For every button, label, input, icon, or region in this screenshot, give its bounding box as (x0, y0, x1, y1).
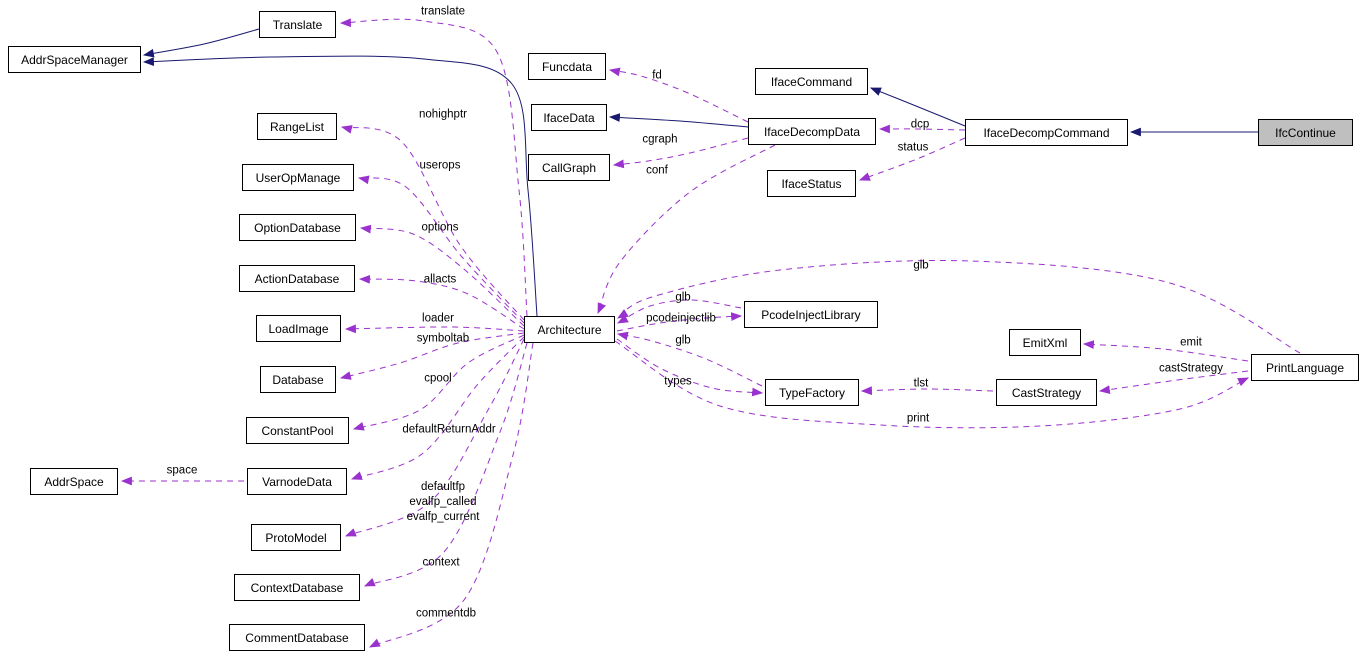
node-range-list[interactable]: RangeList (257, 113, 337, 140)
edge-fd (608, 67, 749, 123)
node-addr-space[interactable]: AddrSpace (30, 468, 118, 495)
node-cast-strategy[interactable]: CastStrategy (996, 379, 1097, 406)
edge-translate (339, 18, 528, 317)
edge-glb-pcodeinject (617, 299, 742, 324)
edge-label-cgraph: cgraph (642, 133, 678, 146)
edge-iface-decomp-data-base (608, 113, 749, 128)
node-call-graph[interactable]: CallGraph (528, 154, 610, 181)
node-iface-decomp-command[interactable]: IfaceDecompCommand (965, 119, 1128, 146)
edge-label-userops: userops (419, 159, 461, 172)
node-translate[interactable]: Translate (259, 11, 336, 38)
edge-label-commentdb: commentdb (415, 607, 477, 620)
edge-label-protomodel-fields: defaultfp evalfp_called evalfp_current (406, 481, 480, 524)
node-proto-model[interactable]: ProtoModel (251, 524, 341, 551)
edge-pcodeinjectlib (616, 312, 743, 332)
edge-cast-strategy (1098, 370, 1249, 394)
node-architecture[interactable]: Architecture (524, 316, 615, 343)
edge-symboltab (339, 332, 525, 380)
node-load-image[interactable]: LoadImage (256, 315, 341, 342)
node-ifc-continue: IfcContinue (1258, 119, 1353, 146)
node-constant-pool[interactable]: ConstantPool (246, 417, 349, 444)
node-varnode-data[interactable]: VarnodeData (247, 468, 347, 495)
edge-label-fd: fd (652, 69, 662, 82)
edge-default-return-addr (350, 336, 525, 480)
node-user-op-manage[interactable]: UserOpManage (242, 164, 354, 191)
edge-label-cast-strategy: castStrategy (1159, 362, 1223, 375)
edge-translate-base (142, 28, 260, 58)
edge-label-translate: translate (420, 5, 466, 18)
edge-label-default-return-addr: defaultReturnAddr (402, 423, 496, 436)
node-pcode-inject-library[interactable]: PcodeInjectLibrary (744, 301, 878, 328)
edge-cpool (352, 334, 525, 431)
node-database[interactable]: Database (260, 366, 336, 393)
node-iface-decomp-data[interactable]: IfaceDecompData (748, 118, 876, 145)
edge-types (616, 338, 764, 397)
edge-label-options: options (421, 221, 459, 234)
edge-label-glb-typefactory: glb (675, 334, 691, 347)
node-addr-space-manager[interactable]: AddrSpaceManager (8, 46, 141, 73)
edge-label-space: space (166, 464, 198, 477)
edge-label-context: context (422, 556, 460, 569)
edge-allacts (358, 274, 525, 330)
node-action-database[interactable]: ActionDatabase (239, 265, 355, 292)
edge-conf (597, 144, 776, 315)
node-funcdata[interactable]: Funcdata (528, 53, 606, 80)
edge-architecture-base (142, 55, 538, 317)
edge-label-conf: conf (646, 164, 668, 177)
node-print-language[interactable]: PrintLanguage (1251, 354, 1359, 381)
edge-loader (344, 324, 525, 334)
edge-label-allacts: allacts (423, 273, 457, 286)
edge-status (858, 137, 966, 181)
edge-label-nohighptr: nohighptr (419, 108, 467, 121)
edge-glb-print (617, 260, 1301, 354)
edge-label-types: types (664, 375, 692, 388)
edge-label-tlst: tlst (913, 377, 929, 390)
edge-label-dcp: dcp (910, 118, 930, 131)
node-iface-command[interactable]: IfaceCommand (755, 68, 868, 95)
edge-label-status: status (897, 141, 929, 154)
edge-label-symboltab: symboltab (416, 332, 470, 345)
edge-label-pcodeinjectlib: pcodeinjectlib (646, 312, 716, 325)
node-option-database[interactable]: OptionDatabase (239, 214, 356, 241)
edge-tlst (860, 386, 994, 396)
edge-label-print: print (906, 412, 930, 425)
edge-protomodel-fields (344, 338, 525, 537)
node-iface-status[interactable]: IfaceStatus (767, 170, 856, 197)
edge-print (614, 340, 1250, 429)
node-comment-database[interactable]: CommentDatabase (229, 624, 365, 651)
edge-iface-decomp-command-base (869, 87, 966, 127)
edge-nohighptr (340, 125, 525, 321)
edge-commentdb (369, 342, 534, 648)
node-type-factory[interactable]: TypeFactory (765, 379, 859, 406)
node-emit-xml[interactable]: EmitXml (1009, 329, 1081, 356)
edge-label-loader: loader (422, 312, 454, 325)
edge-label-cpool: cpool (424, 372, 452, 385)
edge-cgraph (612, 137, 749, 169)
edge-glb-typefactory (616, 331, 763, 387)
edge-emit (1082, 340, 1249, 362)
node-context-database[interactable]: ContextDatabase (234, 574, 360, 601)
edge-dcp (878, 124, 966, 134)
edge-label-glb-print: glb (913, 259, 929, 272)
edge-userops (357, 175, 525, 324)
edge-label-glb-pcodeinject: glb (675, 291, 691, 304)
edge-label-emit: emit (1180, 336, 1202, 349)
node-iface-data[interactable]: IfaceData (531, 104, 607, 131)
